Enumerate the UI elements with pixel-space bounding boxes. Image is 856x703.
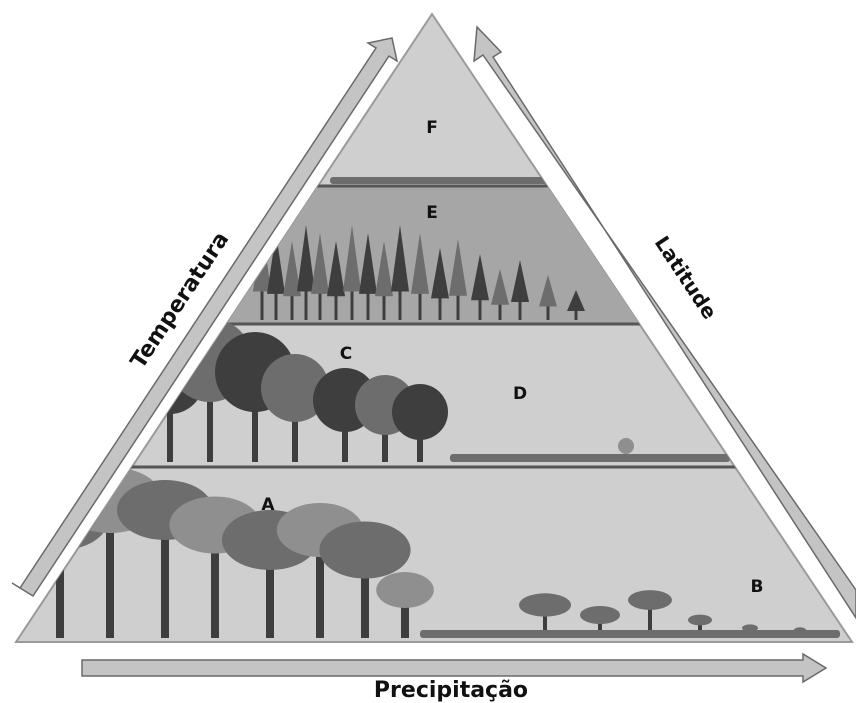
zone-label-e: E: [426, 203, 438, 223]
savanna-grass: [420, 630, 840, 638]
tropical-trunk: [361, 569, 369, 638]
conifer-trunk: [479, 297, 482, 320]
conifer-trunk: [305, 287, 308, 320]
conifer-trunk: [419, 290, 422, 320]
conifer-trunk: [499, 302, 502, 320]
zone-label-c: C: [340, 344, 352, 364]
savanna-tree: [519, 593, 571, 616]
conifer-trunk: [335, 292, 338, 320]
savanna-tree: [580, 606, 620, 624]
biome-triangle: [16, 14, 852, 642]
tundra-ground-cover: [330, 177, 550, 184]
conifer-trunk: [383, 292, 386, 320]
grassland-shrub: [618, 438, 634, 454]
tropical-trunk: [161, 530, 169, 638]
conifer-trunk: [547, 304, 550, 320]
conifer-trunk: [319, 290, 322, 320]
tropical-tree: [376, 572, 434, 608]
tropical-trunk: [211, 544, 219, 638]
tropical-trunk: [266, 560, 274, 638]
conifer-trunk: [275, 290, 278, 320]
savanna-tree: [628, 590, 672, 610]
conifer-trunk: [439, 295, 442, 320]
conifer-trunk: [291, 292, 294, 320]
savanna-tree: [688, 615, 712, 626]
conifer-trunk: [575, 310, 578, 321]
conifer-trunk: [519, 299, 522, 320]
grassland-strip: [450, 454, 730, 462]
zone-label-f: F: [426, 118, 438, 138]
tropical-trunk: [106, 522, 114, 638]
conifer-trunk: [367, 290, 370, 320]
zone-label-d: D: [513, 384, 527, 404]
precipitation-label: Precipitação: [374, 678, 528, 703]
deciduous-tree: [392, 384, 448, 440]
conifer-trunk: [399, 287, 402, 320]
zone-label-a: A: [261, 495, 275, 515]
tropical-trunk: [316, 548, 324, 638]
tropical-tree: [319, 522, 410, 579]
zone-label-b: B: [751, 577, 764, 597]
conifer-trunk: [261, 287, 264, 320]
conifer-trunk: [351, 287, 354, 320]
conifer-trunk: [457, 292, 460, 320]
